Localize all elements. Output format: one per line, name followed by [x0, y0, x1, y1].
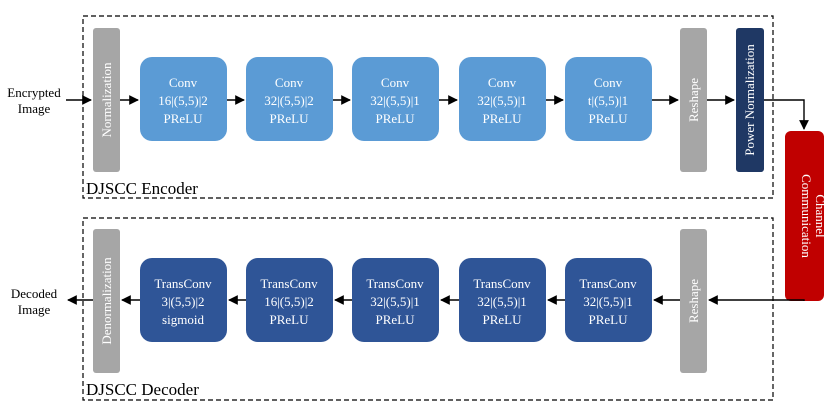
channel-label-line2: Channel — [813, 194, 828, 238]
decoder-block-4-line2: 32|(5,5)|1 — [477, 294, 527, 309]
decoder-block-5-line2: 32|(5,5)|1 — [583, 294, 633, 309]
input-label-line2: Image — [18, 101, 51, 116]
encoder-block-5-line3: PReLU — [589, 111, 629, 126]
decoder-block-4-line1: TransConv — [473, 276, 531, 291]
decoder-block-2-line1: TransConv — [260, 276, 318, 291]
decoder-block-1-line1: TransConv — [154, 276, 212, 291]
encoder-block-1-line1: Conv — [169, 75, 198, 90]
encoder-frame — [82, 15, 774, 199]
decoder-block-4-line3: PReLU — [483, 312, 523, 327]
decoder-block-3: TransConv 32|(5,5)|1 PReLU — [352, 258, 439, 342]
communication-channel-block — [785, 131, 824, 301]
encoder-block-3-line2: 32|(5,5)|1 — [370, 93, 420, 108]
power-normalization-label: Power Normalization — [742, 44, 757, 156]
encoder-block-5: Conv t|(5,5)|1 PReLU — [565, 57, 652, 141]
encoder-block-1-line3: PReLU — [164, 111, 204, 126]
encoder-block-2-line1: Conv — [275, 75, 304, 90]
encoder-block-4-line2: 32|(5,5)|1 — [477, 93, 527, 108]
encoder-block-2: Conv 32|(5,5)|2 PReLU — [246, 57, 333, 141]
encoder-block-3-line3: PReLU — [376, 111, 416, 126]
encoder-reshape-label: Reshape — [686, 78, 701, 122]
decoder-reshape-label: Reshape — [686, 279, 701, 323]
arrow-power-norm-to-channel — [764, 99, 809, 130]
decoder-reshape-block — [680, 229, 707, 373]
decoder-block-2-line2: 16|(5,5)|2 — [264, 294, 314, 309]
encoder-block-1-line2: 16|(5,5)|2 — [158, 93, 208, 108]
decoder-block-5-line1: TransConv — [579, 276, 637, 291]
decoder-block-3-line3: PReLU — [376, 312, 416, 327]
encoder-block-5-line1: Conv — [594, 75, 623, 90]
encoder-block-4: Conv 32|(5,5)|1 PReLU — [459, 57, 546, 141]
decoder-block-5-line3: PReLU — [589, 312, 629, 327]
encoder-normalization-block — [93, 28, 120, 172]
decoder-block-4: TransConv 32|(5,5)|1 PReLU — [459, 258, 546, 342]
decoder-block-1-line2: 3|(5,5)|2 — [161, 294, 204, 309]
decoder-block-5: TransConv 32|(5,5)|1 PReLU — [565, 258, 652, 342]
output-label-line1: Decoded — [11, 286, 58, 301]
decoder-denormalization-label: Denormalization — [99, 257, 114, 345]
arrow-channel-to-reshape — [708, 295, 805, 305]
encoder-normalization-label: Normalization — [99, 62, 114, 138]
encoder-block-4-line3: PReLU — [483, 111, 523, 126]
decoder-block-2-line3: PReLU — [270, 312, 310, 327]
channel-label-line1: Communication — [799, 174, 814, 258]
decoder-block-1: TransConv 3|(5,5)|2 sigmoid — [140, 258, 227, 342]
encoder-title: DJSCC Encoder — [86, 179, 198, 198]
encoder-block-3-line1: Conv — [381, 75, 410, 90]
decoder-block-3-line1: TransConv — [366, 276, 424, 291]
decoder-frame — [82, 217, 774, 401]
encoder-block-4-line1: Conv — [488, 75, 517, 90]
decoder-block-1-line3: sigmoid — [162, 312, 204, 327]
encoder-arrows — [66, 95, 809, 130]
encoder-block-1: Conv 16|(5,5)|2 PReLU — [140, 57, 227, 141]
decoder-title: DJSCC Decoder — [86, 380, 199, 399]
encoder-block-3: Conv 32|(5,5)|1 PReLU — [352, 57, 439, 141]
output-label-line2: Image — [18, 302, 51, 317]
encoder-block-5-line2: t|(5,5)|1 — [588, 93, 628, 108]
decoder-block-2: TransConv 16|(5,5)|2 PReLU — [246, 258, 333, 342]
decoder-denormalization-block — [93, 229, 120, 373]
encoder-block-2-line3: PReLU — [270, 111, 310, 126]
input-label-line1: Encrypted — [7, 85, 61, 100]
decoder-arrows — [67, 295, 805, 305]
encoder-block-2-line2: 32|(5,5)|2 — [264, 93, 314, 108]
decoder-block-3-line2: 32|(5,5)|1 — [370, 294, 420, 309]
power-normalization-block — [736, 28, 764, 172]
encoder-reshape-block — [680, 28, 707, 172]
